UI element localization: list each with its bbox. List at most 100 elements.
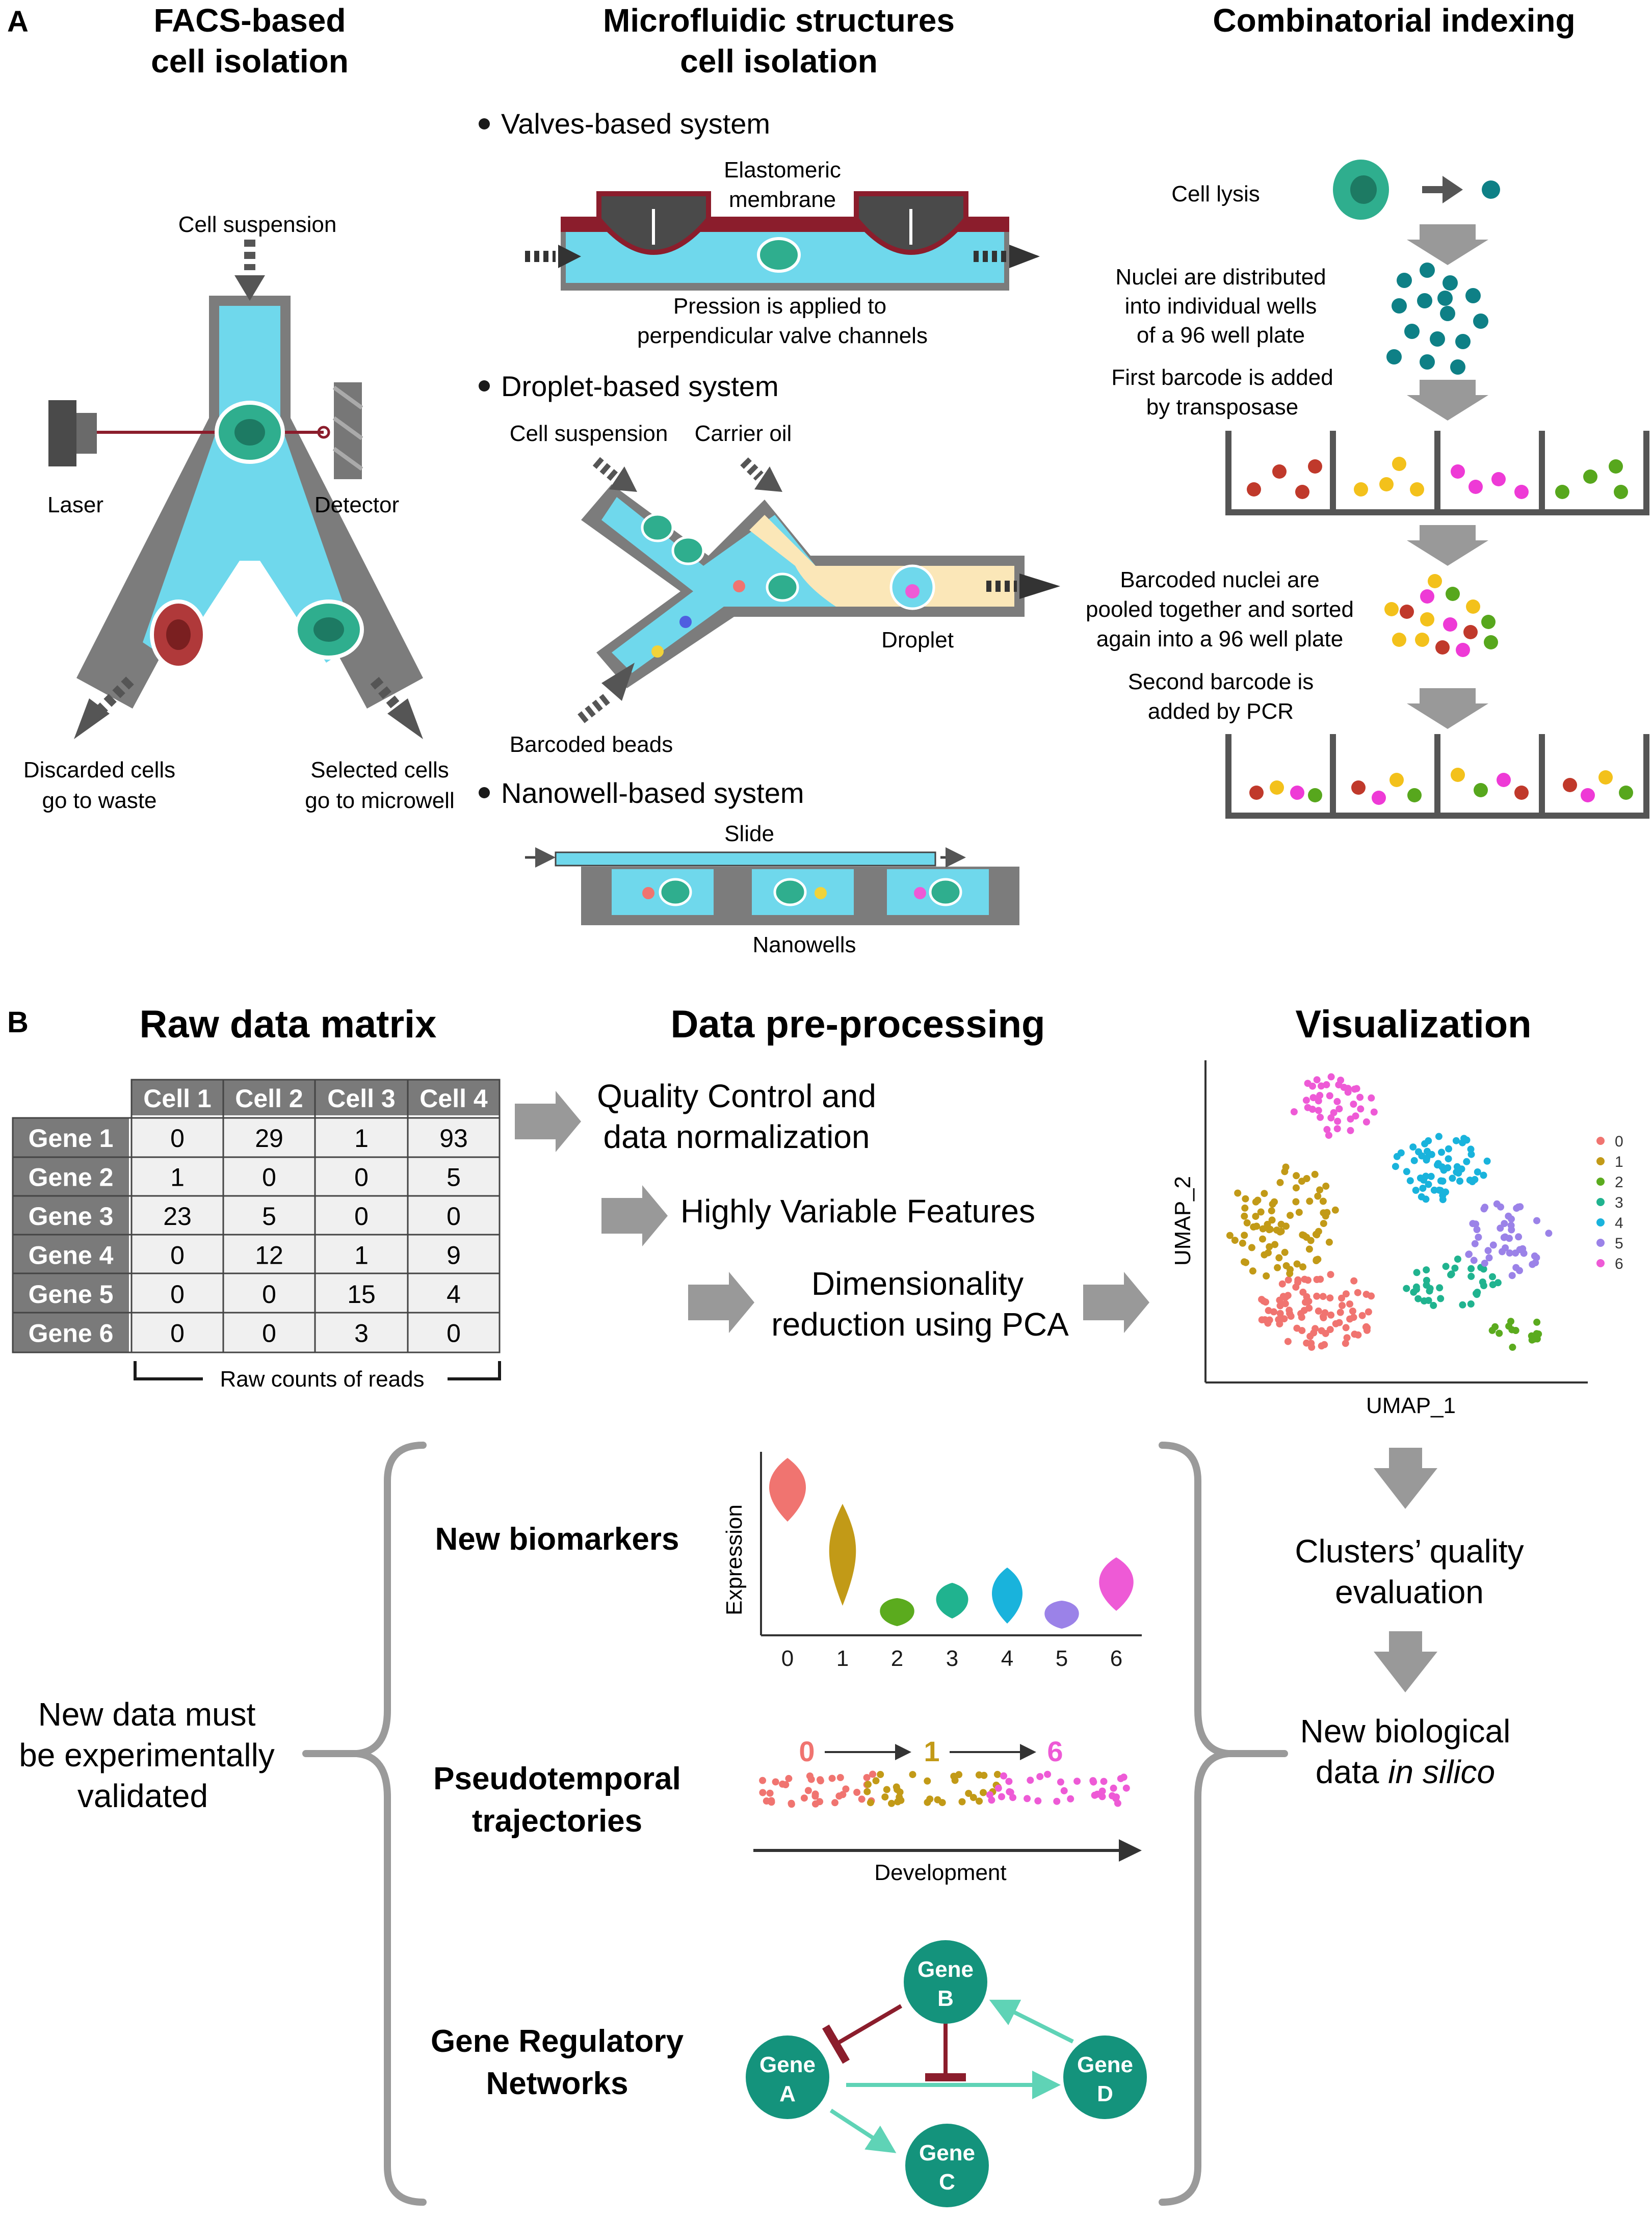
umap-point: [1275, 1254, 1283, 1262]
qc-step-line1: Quality Control and: [597, 1078, 876, 1114]
pseudotime-point: [804, 1787, 812, 1794]
column-header: Cell 3: [327, 1084, 395, 1113]
umap-point: [1325, 1132, 1332, 1139]
violin-tick-label: 3: [946, 1646, 958, 1671]
column-header: Cell 2: [235, 1084, 303, 1113]
umap-point: [1415, 1148, 1422, 1156]
pseudotime-point: [924, 1798, 931, 1806]
table-cell: 1: [354, 1124, 369, 1153]
preprocessing-arrows: [515, 1091, 1149, 1333]
umap-point: [1308, 1343, 1316, 1351]
pseudotime-point: [863, 1774, 871, 1781]
pseudotime-point: [1098, 1787, 1106, 1795]
umap-point: [1332, 1320, 1340, 1327]
facs-sorter-diagram: [48, 240, 423, 739]
umap-point: [1286, 1310, 1294, 1317]
legend-label: 0: [1615, 1133, 1623, 1150]
umap-point: [1300, 1307, 1308, 1314]
table-cell: 1: [354, 1241, 369, 1270]
umap-point: [1326, 1092, 1333, 1100]
pseudotime-point: [831, 1799, 838, 1807]
pseudotime-plot: [753, 1744, 1142, 1862]
umap-point: [1243, 1219, 1251, 1226]
row-header: Gene 1: [29, 1124, 114, 1153]
legend-swatch: [1596, 1218, 1605, 1226]
umap-point: [1452, 1137, 1460, 1144]
umap-point: [1242, 1195, 1249, 1203]
legend-swatch: [1596, 1157, 1605, 1165]
violin-plot: [760, 1452, 1142, 1636]
pseudotime-point: [888, 1799, 895, 1807]
umap-point: [1419, 1185, 1427, 1192]
umap-point: [1259, 1225, 1267, 1233]
umap-point: [1507, 1318, 1514, 1325]
umap-point: [1473, 1226, 1481, 1233]
umap-point: [1351, 1085, 1358, 1093]
umap-point: [1414, 1295, 1422, 1302]
umap-point: [1463, 1136, 1471, 1144]
legend-swatch: [1596, 1259, 1605, 1267]
umap-point: [1480, 1171, 1487, 1179]
umap-point: [1318, 1327, 1325, 1335]
facs-title-line2: cell isolation: [151, 43, 349, 80]
new-bio-insilico: in silico: [1388, 1754, 1495, 1790]
pseudotime-title-line1: Pseudotemporal: [433, 1761, 681, 1796]
gene-b-label-2: B: [937, 1986, 954, 2011]
pseudotime-point: [772, 1778, 779, 1786]
umap-point: [1354, 1289, 1361, 1296]
pseudotime-point: [1073, 1778, 1081, 1785]
step3-line3: again into a 96 well plate: [1096, 626, 1343, 651]
umap-point: [1489, 1273, 1496, 1281]
umap-point: [1423, 1154, 1431, 1162]
umap-point: [1467, 1145, 1475, 1153]
umap-point: [1326, 1326, 1334, 1334]
pseudotime-point: [1109, 1792, 1116, 1799]
step3-line1: Barcoded nuclei are: [1120, 567, 1319, 592]
umap-point: [1309, 1082, 1316, 1090]
umap-point: [1299, 1231, 1306, 1239]
pseudotime-point: [1000, 1772, 1007, 1780]
panel-a-label: A: [7, 5, 29, 38]
legend-label: 1: [1615, 1154, 1623, 1170]
pseudotime-point: [1093, 1790, 1101, 1798]
legend-swatch: [1596, 1239, 1605, 1247]
column-header: Cell 1: [143, 1084, 211, 1113]
umap-point: [1430, 1301, 1437, 1309]
pseudotime-point: [1005, 1778, 1013, 1785]
umap-point: [1425, 1297, 1432, 1304]
umap-point: [1335, 1105, 1343, 1113]
umap-point: [1339, 1302, 1346, 1309]
umap-point: [1438, 1148, 1445, 1156]
edge-a-activates-c: [829, 2108, 897, 2153]
umap-point: [1327, 1073, 1335, 1081]
violin-tick-label: 6: [1110, 1646, 1122, 1671]
visualization-title: Visualization: [1295, 1003, 1531, 1046]
umap-point: [1392, 1163, 1399, 1170]
pseudotime-point: [816, 1798, 824, 1806]
umap-point: [1327, 1311, 1335, 1319]
pseudotime-stage-6: 6: [1047, 1735, 1063, 1767]
grn-title-line2: Networks: [486, 2066, 628, 2101]
cell-lysis-label: Cell lysis: [1171, 181, 1260, 206]
droplet-system-title: Droplet-based system: [501, 370, 779, 402]
umap-point: [1480, 1205, 1488, 1213]
umap-point: [1480, 1282, 1487, 1289]
umap-point: [1268, 1207, 1275, 1215]
pseudotime-point: [975, 1771, 983, 1779]
umap-point: [1276, 1179, 1284, 1186]
new-bio-line2: data in silico: [1316, 1754, 1495, 1790]
legend-label: 5: [1615, 1235, 1623, 1252]
umap-point: [1512, 1249, 1519, 1257]
droplet-diagram: [578, 457, 1060, 723]
umap-point: [1509, 1343, 1516, 1351]
umap-point: [1323, 1126, 1331, 1133]
umap-point: [1463, 1158, 1471, 1165]
umap-point: [1350, 1277, 1358, 1285]
table-cell: 29: [255, 1124, 283, 1153]
umap-point: [1500, 1234, 1508, 1241]
pseudotime-point: [896, 1793, 903, 1801]
umap-point: [1494, 1279, 1502, 1287]
pseudotime-point: [836, 1774, 844, 1781]
umap-point: [1533, 1318, 1541, 1326]
